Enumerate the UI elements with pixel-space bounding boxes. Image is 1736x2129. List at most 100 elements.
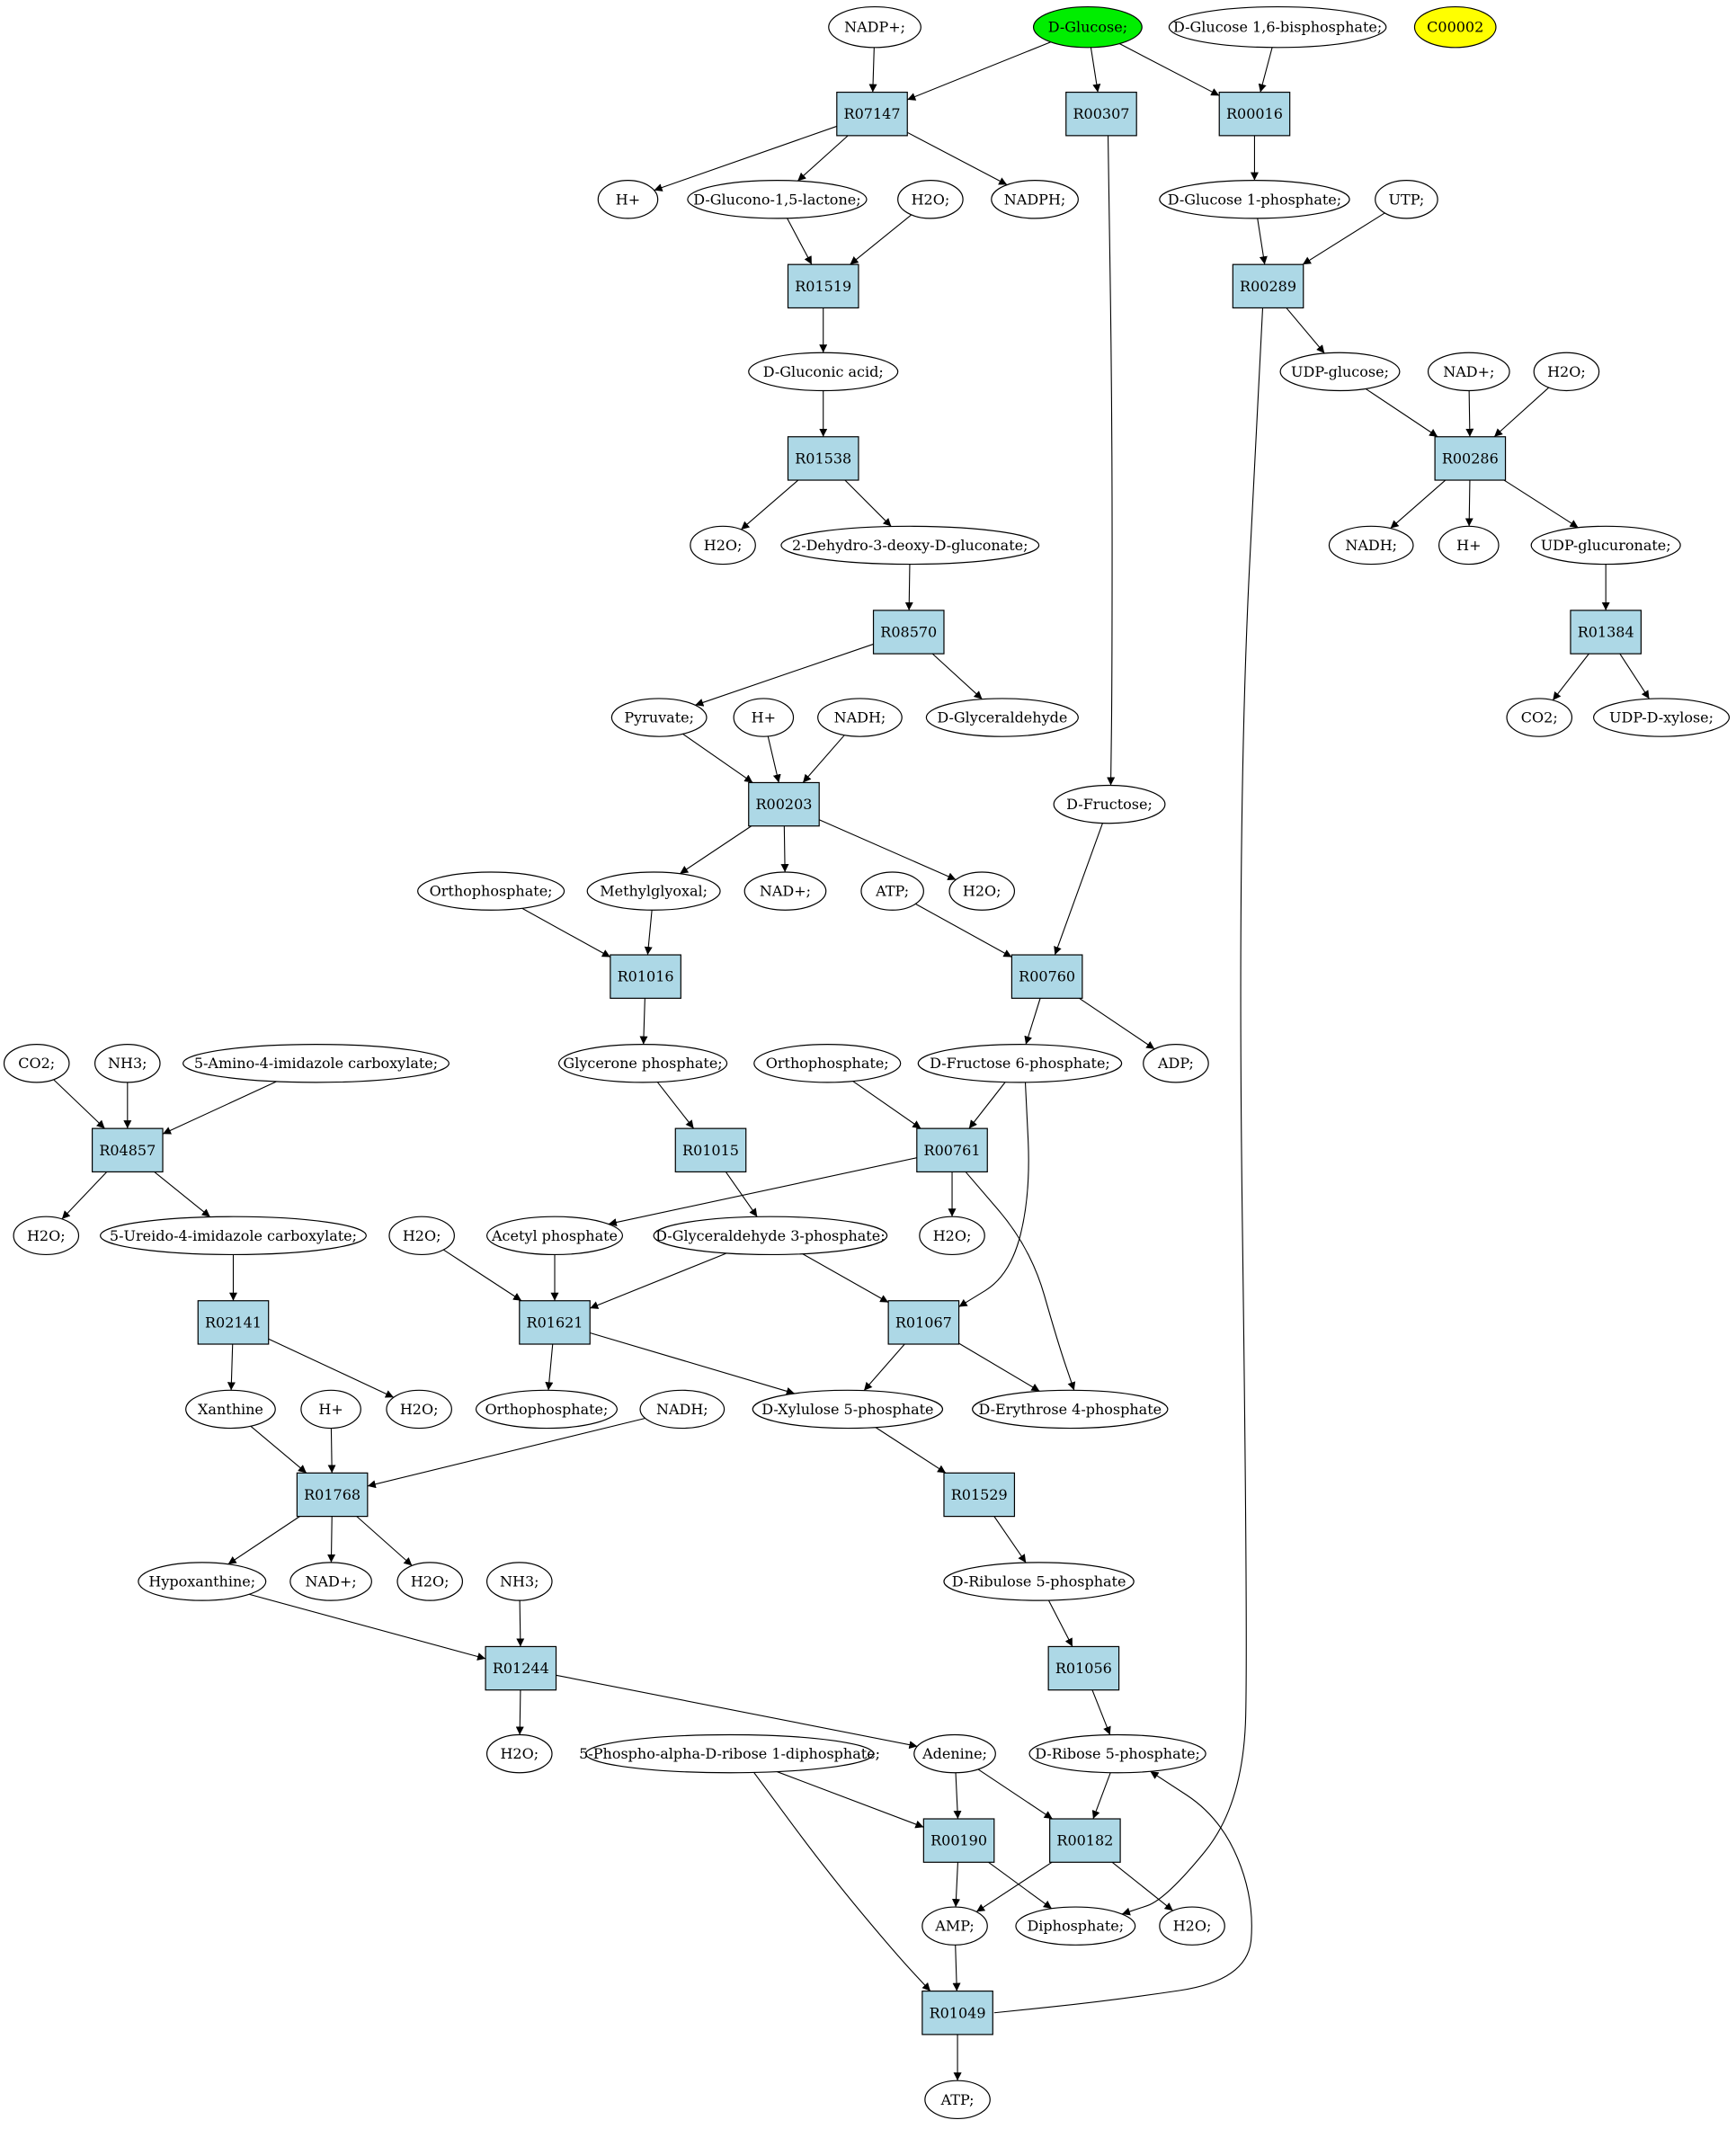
node-label: NAD+;	[760, 883, 811, 900]
edge-atp1-to-r00760	[915, 903, 1012, 958]
compound-node-kdg: 2-Dehydro-3-deoxy-D-gluconate;	[780, 525, 1040, 566]
edge-df6p-to-r00761	[968, 1082, 1006, 1129]
compound-node-methylglyoxal: Methylglyoxal;	[586, 871, 721, 911]
edge-methylglyoxal-to-r01016	[644, 910, 653, 956]
node-label: R00307	[1073, 105, 1130, 122]
reaction-box	[674, 1127, 747, 1173]
compound-node-h2o11: H2O;	[1159, 1906, 1225, 1946]
node-label: H2O;	[500, 1745, 539, 1762]
edge-dga3p-to-r01067	[802, 1253, 889, 1304]
edge-dr5p-to-r00182	[1091, 1772, 1111, 1820]
edge-hypoxanthine-to-r01244	[248, 1593, 486, 1661]
reaction-node-r01056: R01056	[1047, 1645, 1120, 1691]
edge-r01538-to-kdg	[844, 479, 892, 527]
reaction-box	[1010, 954, 1083, 999]
edge-r00760-to-df6p	[1024, 998, 1041, 1045]
compound-node-h2o2: H2O;	[1533, 352, 1600, 392]
edge-glucono-to-r01519	[787, 218, 813, 265]
reaction-node-r01244: R01244	[485, 1645, 557, 1691]
edge-hplus3-to-r00203	[767, 735, 781, 783]
compound-ellipse	[1328, 525, 1414, 566]
node-label: R00761	[924, 1142, 981, 1159]
compound-ellipse	[921, 1906, 988, 1946]
edge-co2b-to-r04857	[53, 1079, 105, 1129]
compound-node-atp1: ATP;	[860, 871, 924, 911]
node-label: D-Glucose 1-phosphate;	[1168, 191, 1341, 208]
node-label: Pyruvate;	[624, 709, 694, 726]
compound-node-adenine: Adenine;	[913, 1733, 996, 1774]
reaction-box	[197, 1300, 270, 1345]
edge-r00286-to-hplus2	[1464, 480, 1473, 527]
edge-r00286-to-nadh1	[1390, 479, 1447, 530]
reaction-box	[1218, 91, 1291, 137]
edge-r02141-to-xanthine	[227, 1344, 236, 1391]
compound-node-ureido: 5-Ureido-4-imidazole carboxylate;	[100, 1216, 367, 1256]
node-label: R00190	[930, 1832, 987, 1849]
edge-r01244-to-adenine	[556, 1674, 918, 1750]
edge-dfructose-to-r00760	[1054, 823, 1103, 956]
node-label: Orthophosphate;	[485, 1401, 609, 1418]
compound-ellipse	[417, 871, 565, 911]
edge-dglucose-to-r07147	[907, 41, 1051, 101]
compound-node-co2b: CO2;	[3, 1044, 70, 1083]
compound-ellipse	[752, 1389, 944, 1430]
reaction-box	[296, 1472, 369, 1518]
edge-udpglucose-to-r00286	[1365, 387, 1438, 438]
compound-node-h2o10: H2O;	[485, 1733, 553, 1774]
compound-ellipse	[485, 1562, 553, 1601]
node-label: R00016	[1226, 105, 1283, 122]
edge-dglucose-to-r00307	[1090, 47, 1101, 93]
node-label: H2O;	[1173, 1918, 1212, 1935]
compound-node-udpglucose: UDP-glucose;	[1279, 352, 1401, 392]
edge-r01016-to-glyceronep	[639, 998, 648, 1045]
compound-ellipse	[1028, 1733, 1206, 1774]
node-label: ATP;	[940, 2091, 975, 2108]
node-label: H+	[1456, 537, 1481, 554]
reaction-box	[921, 1991, 993, 2035]
node-label: D-Xylulose 5-phosphate	[761, 1401, 933, 1418]
node-label: C00002	[1427, 19, 1483, 36]
node-label: R00182	[1056, 1832, 1113, 1849]
node-label: R01244	[493, 1660, 549, 1677]
reaction-node-r00016: R00016	[1218, 91, 1291, 137]
edge-r01384-to-udpxylose	[1619, 653, 1650, 699]
node-label: D-Ribose 5-phosphate;	[1035, 1745, 1200, 1762]
node-label: R08570	[880, 624, 937, 641]
compound-ellipse	[94, 1044, 161, 1083]
reaction-box	[485, 1645, 557, 1691]
compound-node-c00002: C00002	[1413, 5, 1497, 49]
node-label: H2O;	[933, 1227, 972, 1244]
compound-ellipse	[687, 180, 868, 219]
compound-node-xanthine: Xanthine	[185, 1389, 276, 1430]
node-label: Hypoxanthine;	[148, 1573, 255, 1590]
compound-node-utp: UTP;	[1375, 180, 1438, 219]
compound-node-h2o6: H2O;	[388, 1216, 455, 1256]
reaction-node-r01067: R01067	[887, 1300, 960, 1345]
edge-r01015-to-dga3p	[725, 1171, 758, 1217]
node-label: D-Gluconic acid;	[763, 363, 884, 380]
node-label: 5-Ureido-4-imidazole carboxylate;	[110, 1227, 357, 1244]
node-label: R00289	[1240, 278, 1296, 295]
edge-r01067-to-dx5p	[863, 1343, 905, 1391]
compound-node-ortho2: Orthophosphate;	[753, 1044, 902, 1083]
node-label: R01049	[930, 2004, 986, 2021]
compound-ellipse	[485, 1733, 553, 1774]
compound-ellipse	[138, 1562, 267, 1601]
node-label: NADPH;	[1004, 191, 1066, 208]
node-label: R01016	[618, 968, 674, 985]
edge-r01529-to-dru5p	[993, 1516, 1027, 1563]
compound-ellipse	[1413, 5, 1497, 49]
compound-node-dru5p: D-Ribulose 5-phosphate	[943, 1562, 1135, 1601]
node-label: D-Erythrose 4-phosphate	[978, 1401, 1162, 1418]
node-label: H2O;	[963, 883, 1002, 900]
compound-node-hplus2: H+	[1438, 525, 1500, 566]
compound-node-nh3a: NH3;	[94, 1044, 161, 1083]
compound-node-dglyceraldehyde: D-Glyceraldehyde	[925, 698, 1079, 737]
node-label: ATP;	[875, 883, 909, 900]
compound-ellipse	[733, 698, 795, 737]
compound-ellipse	[753, 1044, 902, 1083]
node-label: Methylglyoxal;	[600, 883, 708, 900]
compound-ellipse	[13, 1216, 80, 1256]
reaction-box	[91, 1127, 164, 1173]
